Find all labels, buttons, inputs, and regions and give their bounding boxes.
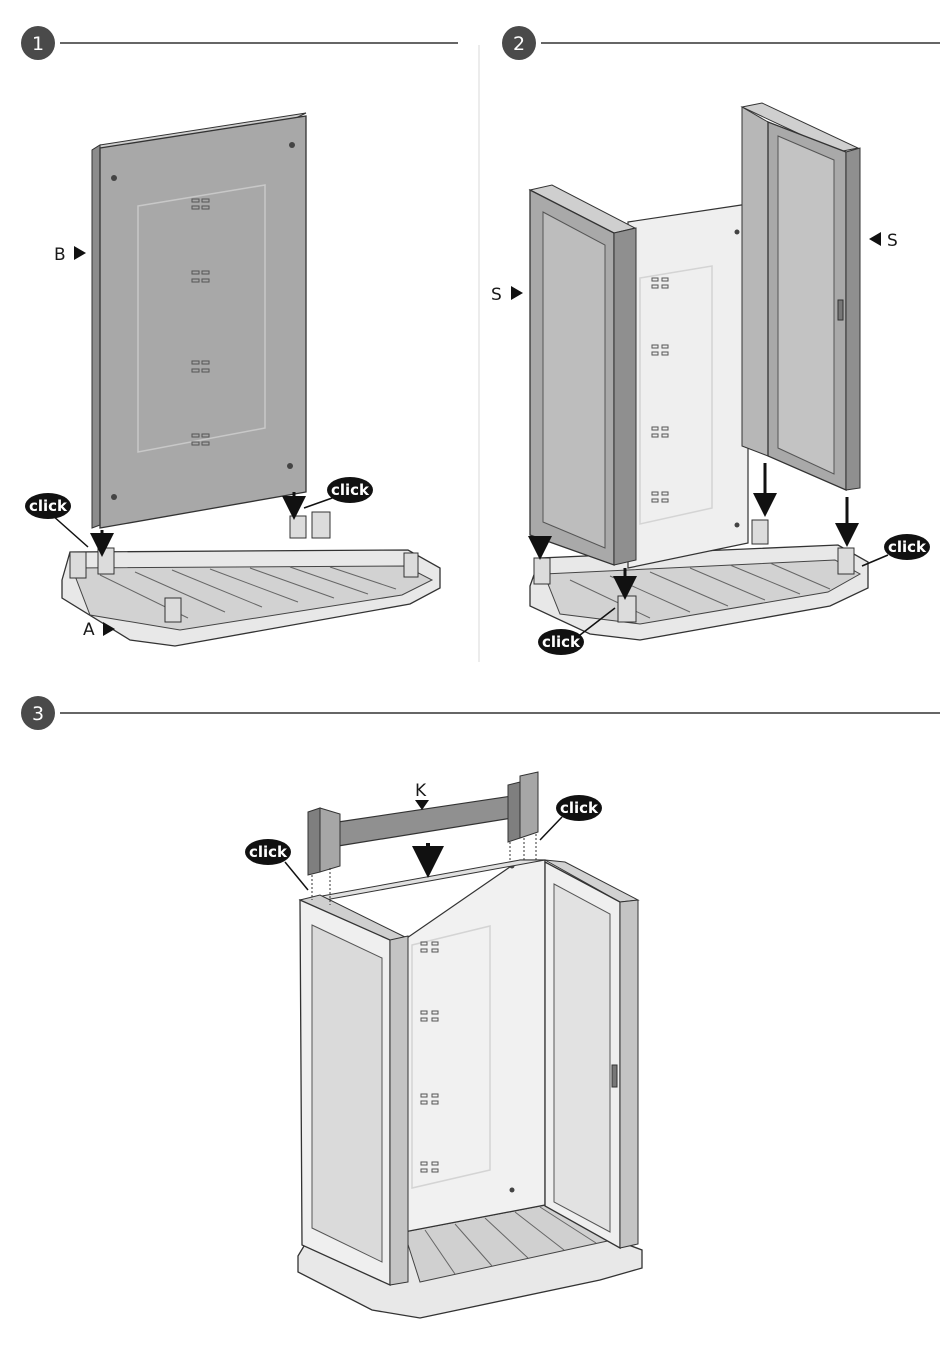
click-callout-1: click [25, 493, 88, 547]
click-callout-6: click [540, 795, 602, 840]
step-2-header: 2 [502, 26, 940, 60]
label-s-left: S [491, 285, 502, 305]
click-callout-1-text: click [29, 497, 68, 515]
side-panel-right-step-3 [545, 860, 638, 1248]
step-1-number: 1 [32, 33, 44, 55]
step-3-header: 3 [21, 696, 940, 730]
back-panel-step-2 [628, 204, 748, 568]
side-panel-left-step-3 [300, 895, 408, 1285]
label-s-left-pointer [511, 286, 523, 300]
click-callout-5: click [245, 839, 308, 890]
step-3-number: 3 [32, 703, 44, 725]
panel-b [92, 113, 306, 528]
side-panel-right-s [742, 103, 860, 490]
click-callout-4-text: click [888, 538, 927, 556]
label-a: A [83, 620, 95, 640]
base-a [62, 512, 440, 646]
label-s-right: S [887, 231, 898, 251]
label-k: K [415, 781, 427, 801]
step-2-illustration: S S click click [491, 103, 930, 655]
side-panel-left-s [530, 185, 636, 565]
click-callout-4: click [862, 534, 930, 566]
step-2-number: 2 [513, 33, 525, 55]
step-1-header: 1 [21, 26, 458, 60]
click-callout-6-text: click [560, 799, 599, 817]
click-callout-2-text: click [331, 481, 370, 499]
back-panel-step-3 [404, 860, 545, 1232]
step-1-illustration: B A click click [25, 113, 440, 646]
click-callout-2: click [304, 477, 373, 508]
label-b-pointer [74, 246, 86, 260]
click-callout-5-text: click [249, 843, 288, 861]
label-b: B [54, 245, 66, 265]
label-s-right-pointer [869, 232, 881, 246]
step-3-illustration: K click click [245, 772, 642, 1318]
click-callout-3-text: click [542, 633, 581, 651]
